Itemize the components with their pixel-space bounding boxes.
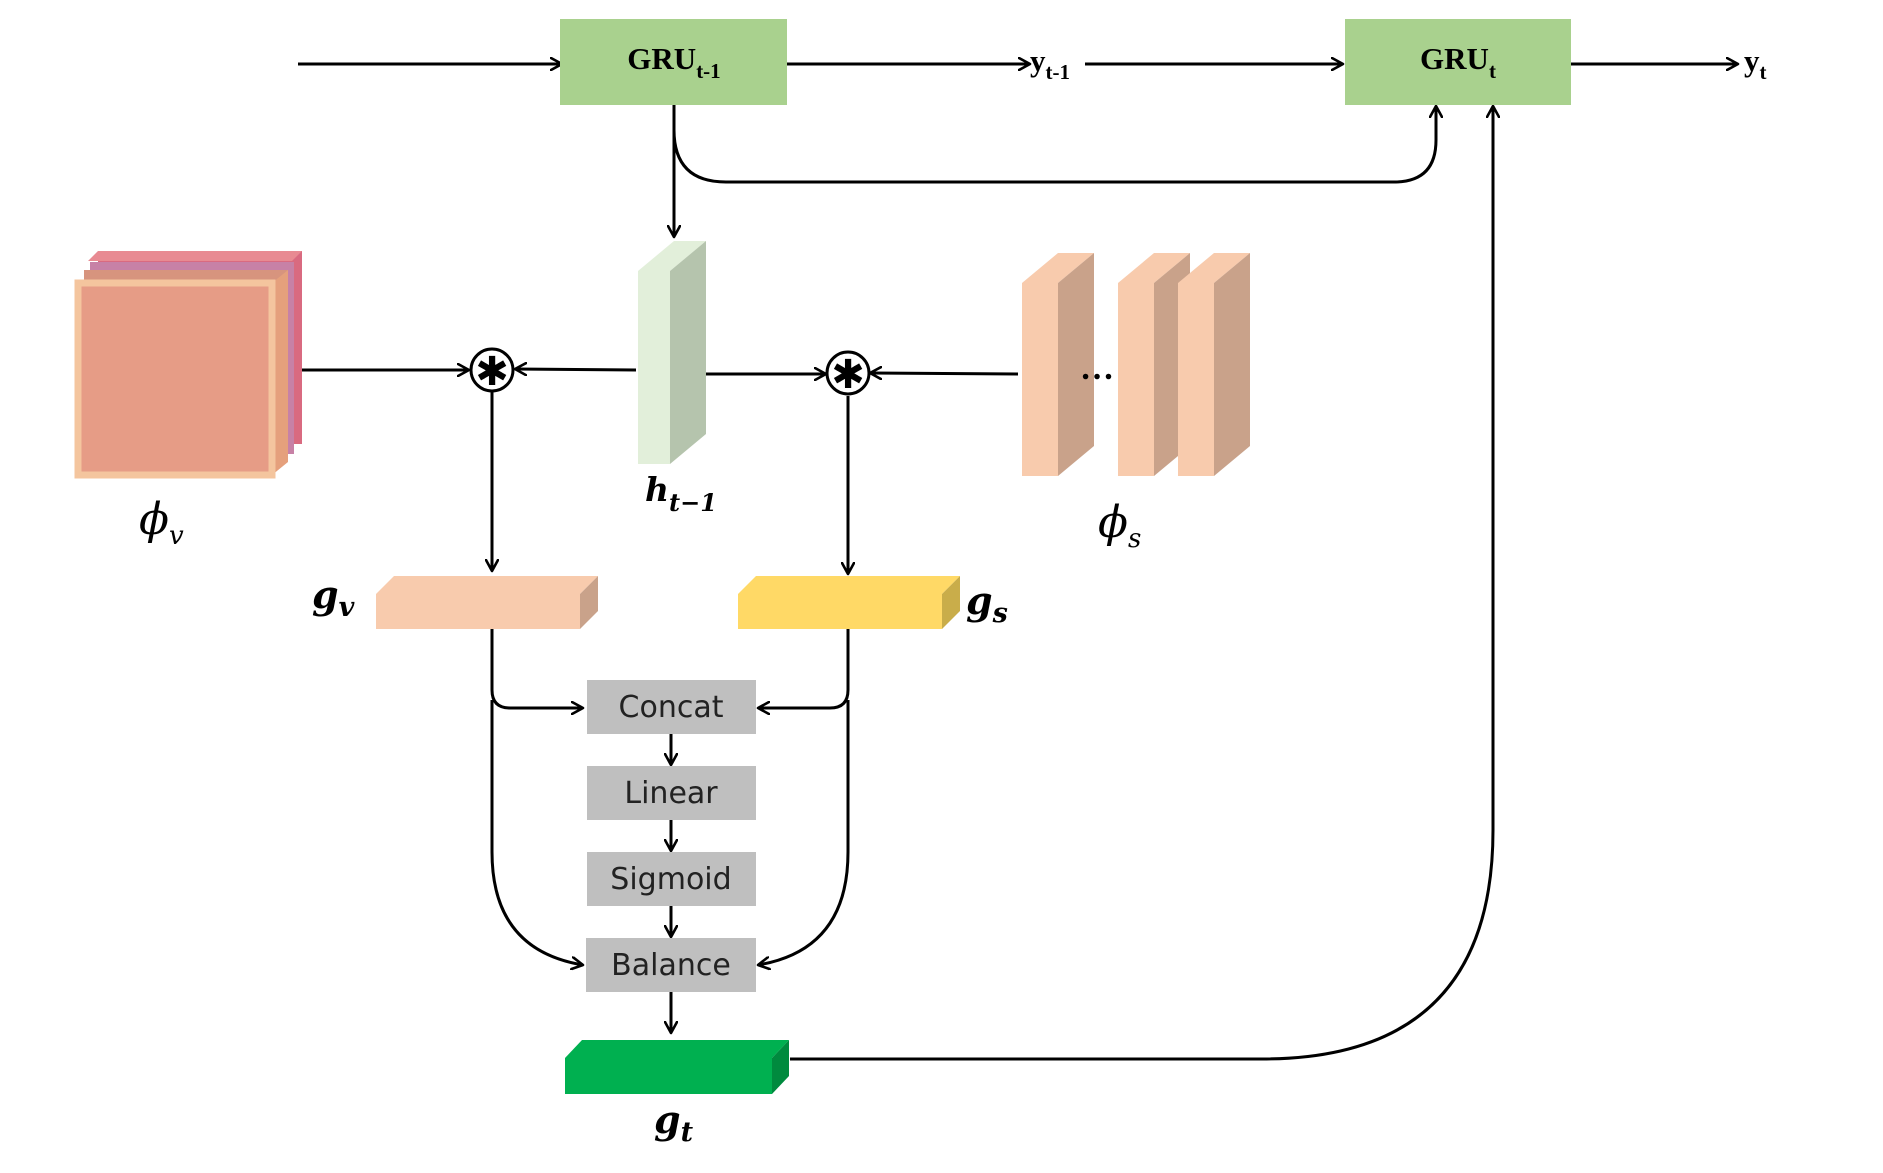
hidden-state-top xyxy=(638,241,706,271)
gru-prev-to-gru-cur-skip-arrow xyxy=(672,105,1436,184)
concat-op: Concat xyxy=(587,680,756,734)
phi-v-label: ϕv xyxy=(139,494,184,551)
gru-prev-box xyxy=(560,19,787,105)
phi-v-layer-back-top xyxy=(88,251,302,261)
gv-to-concat-arrow xyxy=(490,628,583,708)
gru-prev-block: GRUt-1 xyxy=(560,19,787,105)
gt-to-gru-cur-arrow xyxy=(790,106,1493,1061)
op-v-operator: ✱ xyxy=(469,347,515,395)
gs-label: gs xyxy=(966,578,1008,629)
balance-op: Balance xyxy=(586,938,756,992)
gru-cur-block: GRUt xyxy=(1345,19,1571,105)
op-v-circle xyxy=(469,347,515,393)
hidden-state-side xyxy=(670,241,706,464)
op-s-symbol: ✱ xyxy=(831,352,865,398)
y-cur-label: yt xyxy=(1744,43,1767,84)
op-s-operator: ✱ xyxy=(825,350,871,398)
phi-s-ellipsis: … xyxy=(1080,350,1114,387)
sigmoid-op: Sigmoid xyxy=(587,852,756,906)
phi-s-slice-1 xyxy=(1022,253,1094,476)
gt-vector xyxy=(565,1040,789,1094)
balance-label: Balance xyxy=(611,948,731,983)
phi-v-front-side xyxy=(272,270,288,475)
gs-to-balance-arrow xyxy=(758,700,850,965)
gt-label: gt xyxy=(654,1097,694,1148)
gv-vector xyxy=(376,576,598,629)
phi-s-to-op-s-arrow xyxy=(870,373,1019,374)
linear-op: Linear xyxy=(587,766,756,820)
op-s-circle xyxy=(825,350,871,396)
gru-prev-label: GRUt-1 xyxy=(627,41,720,83)
gs-to-concat-arrow xyxy=(758,628,850,708)
concat-label: Concat xyxy=(619,690,724,725)
linear-label: Linear xyxy=(624,776,718,811)
y-prev-label: yt-1 xyxy=(1030,43,1070,84)
gru-cur-box xyxy=(1345,19,1571,105)
gv-to-balance-arrow xyxy=(490,700,583,965)
phi-v-feature-stack xyxy=(74,251,302,479)
hidden-to-op-v-arrow xyxy=(515,369,637,370)
gv-label: gv xyxy=(312,572,355,623)
connectors xyxy=(298,64,1738,1061)
phi-v-layer-front xyxy=(74,279,276,479)
phi-s-slice-3 xyxy=(1178,253,1250,476)
sigmoid-label: Sigmoid xyxy=(610,862,731,897)
hidden-state-label: ht−1 xyxy=(645,470,717,517)
gru-cur-label: GRUt xyxy=(1420,41,1496,83)
gs-vector xyxy=(738,576,960,629)
hidden-state-front xyxy=(638,271,670,464)
phi-s-feature-stack: … xyxy=(1022,253,1250,476)
hidden-state-block xyxy=(638,241,706,464)
op-v-symbol: ✱ xyxy=(475,349,509,395)
phi-s-label: ϕs xyxy=(1098,497,1141,554)
